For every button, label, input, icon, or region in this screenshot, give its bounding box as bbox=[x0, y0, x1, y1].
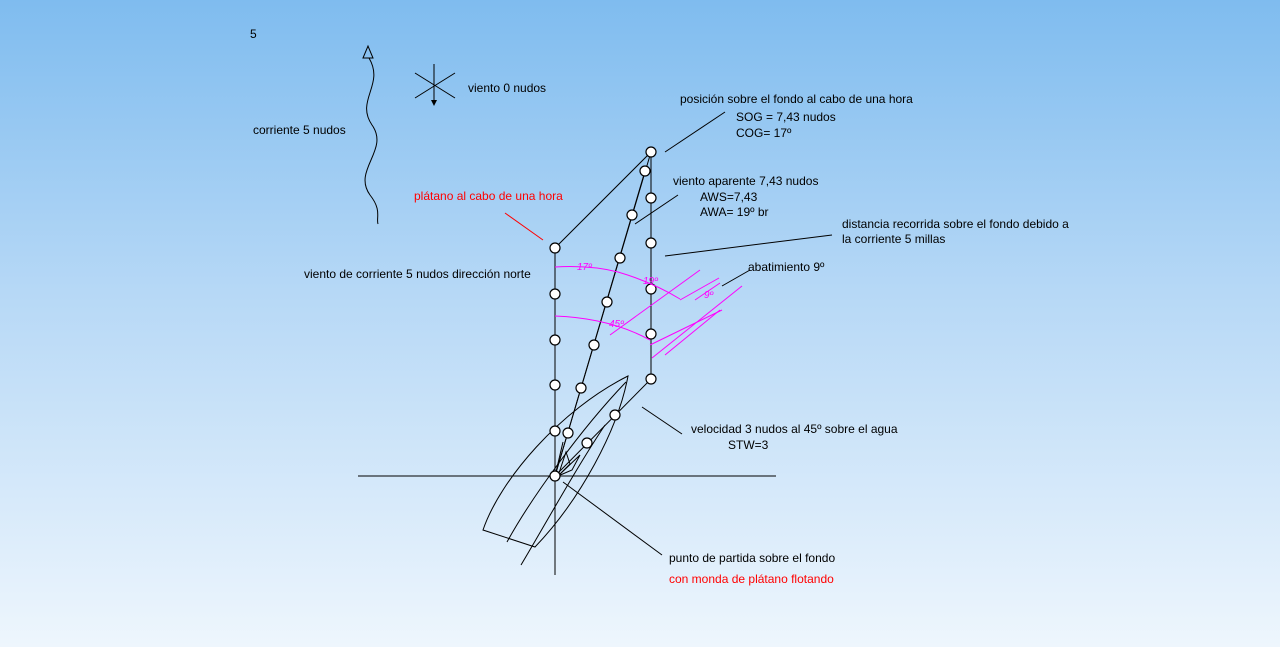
current-arrow-icon bbox=[362, 44, 379, 225]
wind-calm-icon bbox=[414, 64, 456, 106]
aws-label: AWS=7,43 bbox=[700, 190, 758, 204]
sog-label: SOG = 7,43 nudos bbox=[736, 110, 836, 124]
wind-label: viento 0 nudos bbox=[468, 81, 546, 95]
distance-label-line2: la corriente 5 millas bbox=[842, 232, 945, 246]
current-drift-points bbox=[549, 242, 561, 482]
banana-peel-label: con monda de plátano flotando bbox=[669, 572, 834, 586]
apparent-course-points bbox=[562, 165, 651, 439]
velocity-label: velocidad 3 nudos al 45º sobre el agua bbox=[691, 422, 898, 436]
current-label: corriente 5 nudos bbox=[253, 123, 346, 137]
angle-19-label: 19º bbox=[643, 276, 659, 287]
angle-17-label: 17º bbox=[577, 262, 593, 273]
leader-lines bbox=[504, 111, 833, 556]
ground-position-points bbox=[645, 146, 657, 385]
apparent-course-line bbox=[554, 170, 646, 477]
angle-9-label: 9º bbox=[704, 290, 715, 301]
page-number: 5 bbox=[250, 27, 257, 41]
banana-label: plátano al cabo de una hora bbox=[414, 189, 563, 203]
angle-45-label: 45º bbox=[609, 319, 625, 330]
stw-label: STW=3 bbox=[728, 438, 769, 452]
angle-marks bbox=[554, 266, 743, 359]
distance-label-line1: distancia recorrida sobre el fondo debid… bbox=[842, 217, 1069, 231]
stw-vector-line bbox=[554, 378, 652, 477]
leeway-label: abatimiento 9º bbox=[748, 260, 825, 274]
awa-label: AWA= 19º br bbox=[700, 205, 769, 219]
current-wind-label: viento de corriente 5 nudos dirección no… bbox=[304, 267, 531, 281]
stw-points bbox=[581, 409, 621, 449]
start-point-label: punto de partida sobre el fondo bbox=[669, 551, 835, 565]
apparent-wind-label: viento aparente 7,43 nudos bbox=[673, 174, 818, 188]
banana-to-position-line bbox=[554, 151, 652, 249]
position-title-label: posición sobre el fondo al cabo de una h… bbox=[680, 92, 913, 106]
cog-label: COG= 17º bbox=[736, 126, 792, 140]
